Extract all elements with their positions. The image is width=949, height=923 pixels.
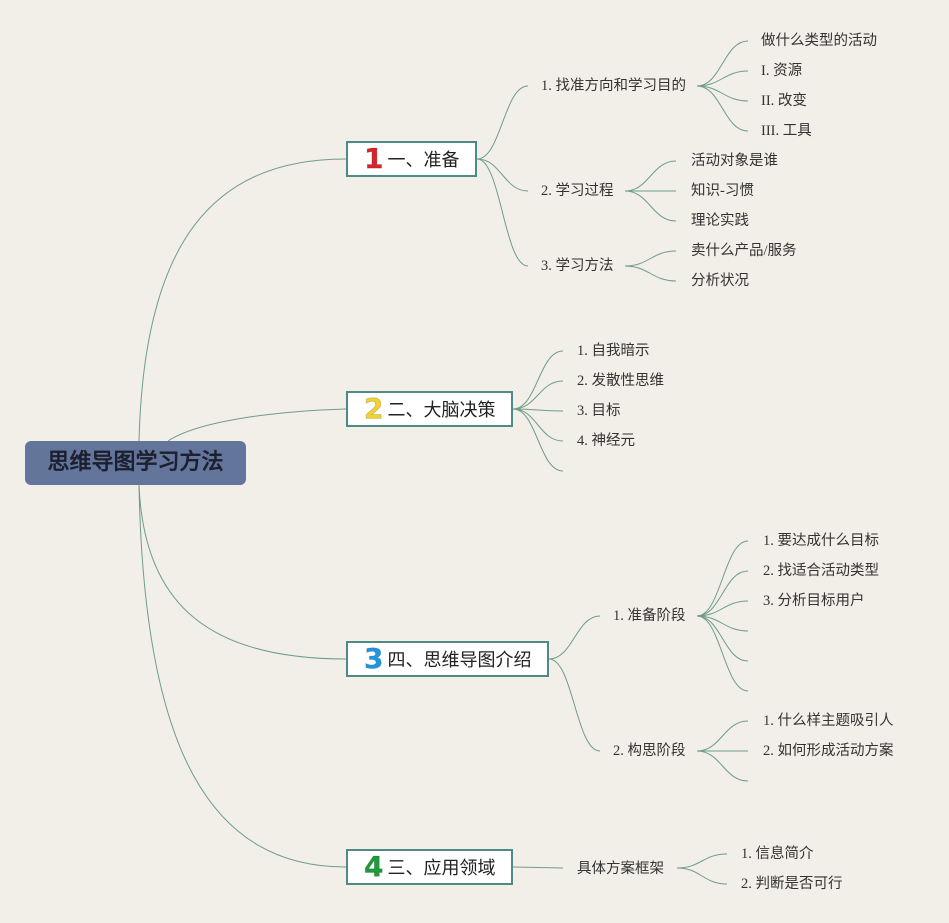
connector-line [167,408,347,442]
connector-line [696,570,749,617]
branch-number-badge: 3 [363,642,384,675]
connector-line [476,158,529,192]
connector-line [512,408,564,412]
connector-line [696,750,749,782]
leaf-item[interactable]: 卖什么产品/服务 [691,243,797,259]
leaf-item[interactable]: 3. 目标 [577,403,621,419]
subtopic-prep-stage[interactable]: 1. 准备阶段 [613,608,686,624]
central-topic[interactable]: 思维导图学习方法 [25,441,246,485]
connector-line [624,250,677,267]
connector-line [512,380,564,410]
connector-line [548,658,601,752]
branch-preparation[interactable]: 1 一、准备 [346,141,477,177]
leaf-item[interactable]: I. 资源 [761,63,803,79]
connector-line [138,484,347,868]
connector-line [138,158,347,442]
branch-label: 二、大脑决策 [387,400,496,421]
leaf-item[interactable]: 活动对象是谁 [691,153,778,169]
connector-line [696,615,749,692]
branch-number-badge: 2 [363,392,384,425]
connector-line [676,867,728,885]
connector-line [624,160,677,192]
leaf-item[interactable]: 做什么类型的活动 [761,33,877,49]
connector-line [512,866,564,869]
connector-line [624,265,677,282]
connector-line [476,158,529,267]
connector-line [696,70,749,87]
connector-line [696,600,749,617]
leaf-item[interactable]: 1. 要达成什么目标 [763,533,879,549]
connector-line [696,540,749,617]
leaf-item[interactable]: 3. 分析目标用户 [763,593,865,609]
connector-line [512,408,564,442]
branch-brain-decision[interactable]: 2 二、大脑决策 [346,391,513,427]
connector-line [696,615,749,662]
connector-line [138,484,347,660]
branch-application[interactable]: 4 三、应用领域 [346,849,513,885]
connector-line [696,40,749,87]
subtopic-plan-framework[interactable]: 具体方案框架 [577,861,664,877]
leaf-item[interactable]: III. 工具 [761,123,812,139]
leaf-item[interactable]: 知识-习惯 [691,183,754,199]
branch-label: 四、思维导图介绍 [387,650,532,671]
connector-line [696,85,749,132]
connector-line [696,720,749,752]
leaf-item[interactable]: 2. 找适合活动类型 [763,563,879,579]
branch-number-badge: 4 [363,850,384,883]
leaf-item[interactable]: 2. 发散性思维 [577,373,664,389]
branch-label: 三、应用领域 [387,858,496,879]
subtopic-direction-goal[interactable]: 1. 找准方向和学习目的 [541,78,686,94]
connector-line [476,85,529,160]
connector-line [548,615,601,660]
connector-line [624,190,677,222]
leaf-item[interactable]: 1. 自我暗示 [577,343,650,359]
branch-label: 一、准备 [387,150,460,171]
branch-number-badge: 1 [363,142,384,175]
connector-line [676,853,728,869]
leaf-item[interactable]: 4. 神经元 [577,433,635,449]
connector-line [512,350,564,410]
subtopic-learning-method[interactable]: 3. 学习方法 [541,258,614,274]
leaf-item[interactable]: II. 改变 [761,93,807,109]
leaf-item[interactable]: 分析状况 [691,273,749,289]
leaf-item[interactable]: 1. 什么样主题吸引人 [763,713,894,729]
connector-line [512,408,564,472]
subtopic-learning-process[interactable]: 2. 学习过程 [541,183,614,199]
leaf-item[interactable]: 1. 信息简介 [741,846,814,862]
leaf-item[interactable]: 2. 如何形成活动方案 [763,743,894,759]
branch-mindmap-intro[interactable]: 3 四、思维导图介绍 [346,641,549,677]
leaf-item[interactable]: 理论实践 [691,213,749,229]
leaf-item[interactable]: 2. 判断是否可行 [741,876,843,892]
subtopic-concept-stage[interactable]: 2. 构思阶段 [613,743,686,759]
